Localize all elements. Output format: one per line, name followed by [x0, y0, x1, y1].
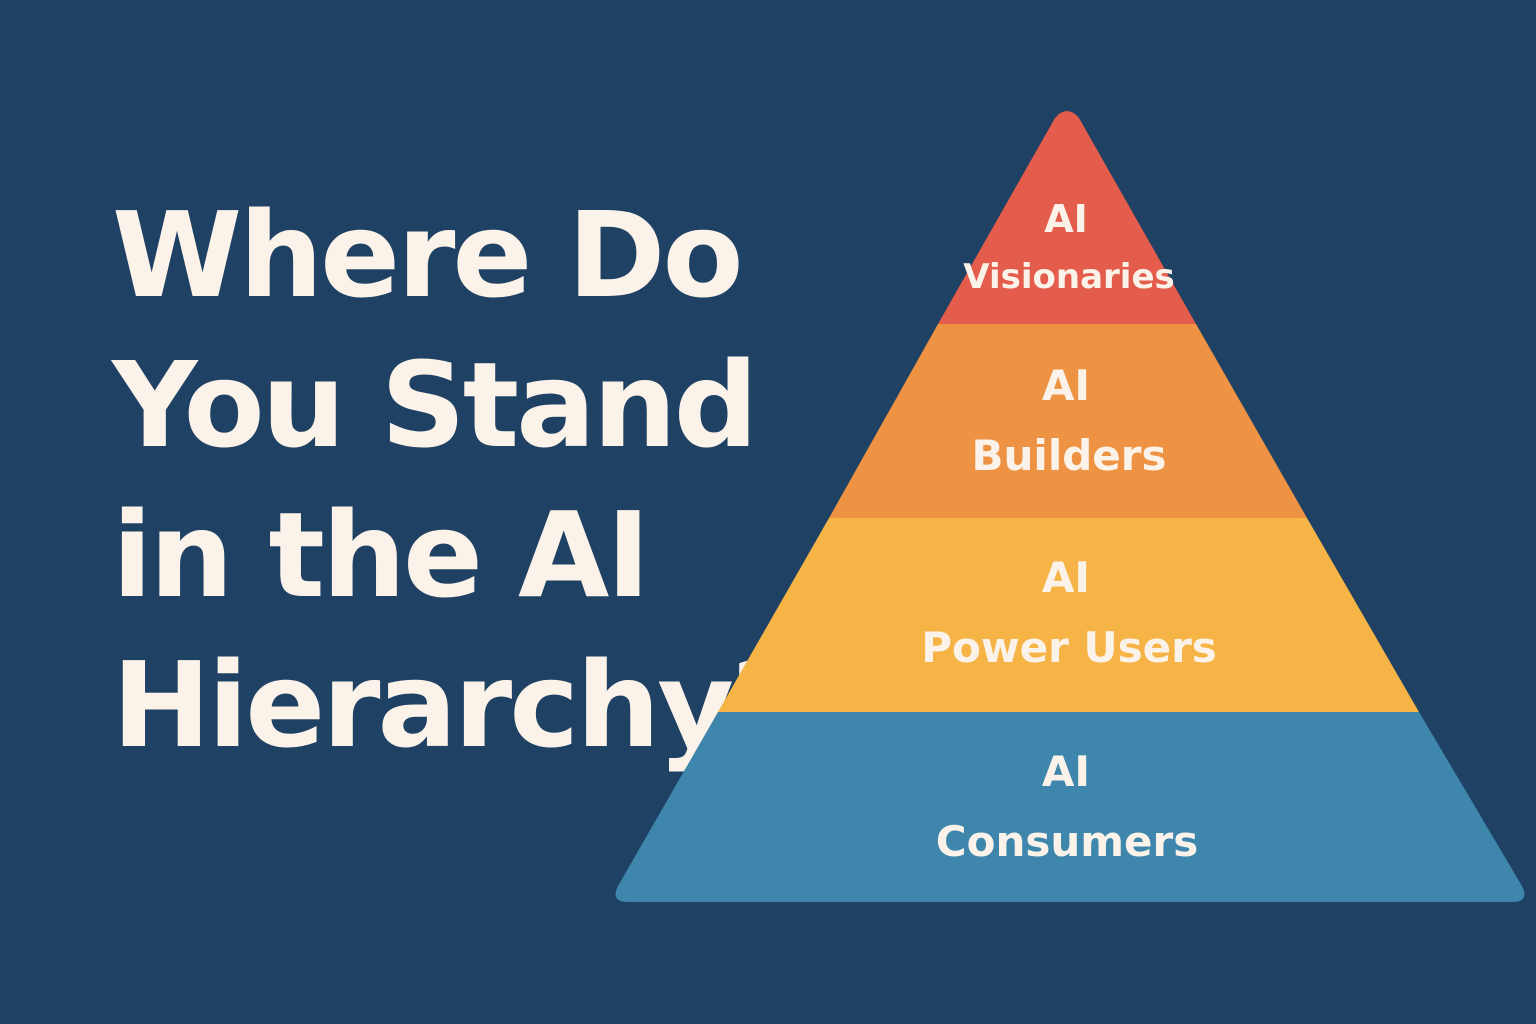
tier-builders	[829, 324, 1307, 518]
tier-consumers	[615, 712, 1525, 902]
tier-visionaries-label-line1: AI	[1044, 197, 1088, 241]
tier-builders-label-line2: Builders	[972, 431, 1167, 480]
tier-visionaries-label-line2: Visionaries	[963, 257, 1175, 297]
headline-line-4: Hierarchy?	[112, 636, 800, 774]
headline-line-1: Where Do	[112, 186, 744, 324]
tier-consumers-label-line1: AI	[1042, 747, 1090, 796]
tier-consumers-label-line2: Consumers	[936, 817, 1198, 866]
headline-line-2: You Stand	[112, 336, 758, 474]
tier-power-users	[718, 518, 1419, 712]
tier-power-users-label-line2: Power Users	[921, 623, 1217, 672]
tier-builders-label-line1: AI	[1042, 361, 1090, 410]
headline-line-3: in the AI	[112, 486, 650, 624]
tier-power-users-label-line1: AI	[1042, 553, 1090, 602]
headline: Where Do You Stand in the AI Hierarchy?	[112, 180, 812, 780]
tier-visionaries	[938, 111, 1196, 324]
